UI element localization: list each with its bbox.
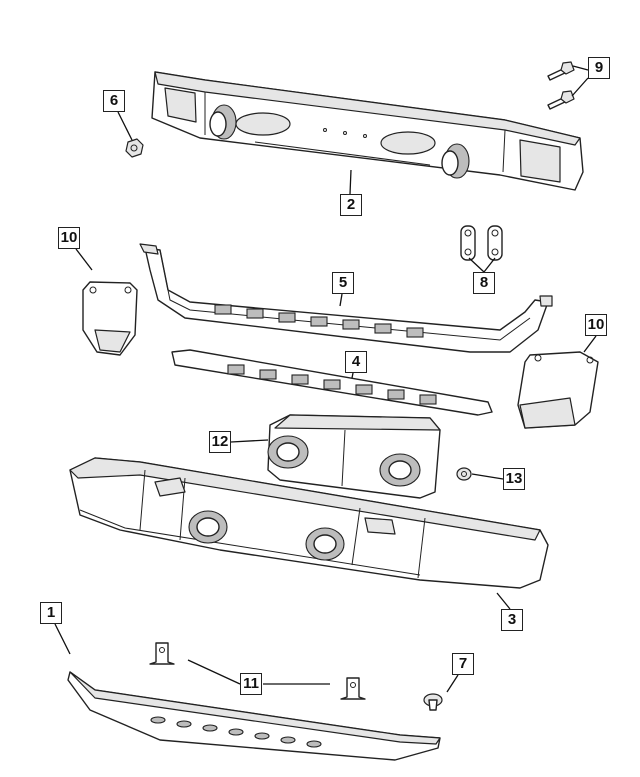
callout-11: 11 [240,673,262,695]
skid-plate [67,671,441,761]
fascia-support-bracket [139,243,553,353]
center-fog-panel [267,414,441,499]
end-cap-right [517,351,599,429]
fastener-part-13 [456,467,472,481]
callout-9: 9 [588,57,610,79]
bumper-fascia [69,457,549,589]
callout-7: 7 [452,653,474,675]
push-pin-part-7 [423,693,443,711]
callout-12: 12 [209,431,231,453]
callout-10-left: 10 [58,227,80,249]
callout-4: 4 [345,351,367,373]
callout-2: 2 [340,194,362,216]
callout-5: 5 [332,272,354,294]
callout-3: 3 [501,609,523,631]
callout-10-right: 10 [585,314,607,336]
brackets-part-11 [149,642,366,700]
clips-part-8 [460,225,503,261]
leader-lines [54,65,597,693]
callout-13: 13 [503,468,525,490]
lower-support-bracket [171,349,493,416]
callout-8: 8 [473,272,495,294]
callout-6: 6 [103,90,125,112]
nut-part-6 [125,138,144,158]
callout-1: 1 [40,602,62,624]
bumper-reinforcement-beam [151,71,584,191]
bolts-part-9 [547,61,575,110]
end-cap-left [82,281,138,356]
